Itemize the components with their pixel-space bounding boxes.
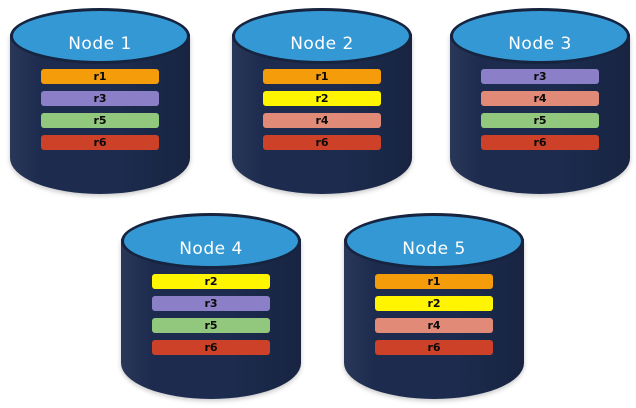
replica-bar[interactable]: r6 [375,340,493,355]
replica-bar[interactable]: r4 [375,318,493,333]
replica-bar[interactable]: r3 [481,69,599,84]
node-1[interactable]: Node 1 r1 r3 r5 r6 [10,8,190,194]
replica-bar[interactable]: r3 [41,91,159,106]
replica-bar[interactable]: r6 [481,135,599,150]
replica-bar[interactable]: r6 [263,135,381,150]
replica-list: r1 r3 r5 r6 [41,69,159,150]
node-cylinder-top [10,8,190,64]
replica-list: r1 r2 r4 r6 [263,69,381,150]
replica-list: r1 r2 r4 r6 [375,274,493,355]
node-3[interactable]: Node 3 r3 r4 r5 r6 [450,8,630,194]
node-5[interactable]: Node 5 r1 r2 r4 r6 [344,213,524,399]
node-label: Node 3 [508,34,572,54]
node-4[interactable]: Node 4 r2 r3 r5 r6 [121,213,301,399]
replica-bar[interactable]: r6 [152,340,270,355]
node-2[interactable]: Node 2 r1 r2 r4 r6 [232,8,412,194]
replica-bar[interactable]: r2 [152,274,270,289]
replica-bar[interactable]: r5 [152,318,270,333]
node-label: Node 1 [68,34,132,54]
replica-bar[interactable]: r4 [263,113,381,128]
replica-bar[interactable]: r2 [375,296,493,311]
replica-bar[interactable]: r1 [41,69,159,84]
node-cylinder-top [344,213,524,269]
node-label: Node 4 [179,239,243,259]
replica-bar[interactable]: r5 [41,113,159,128]
replica-bar[interactable]: r1 [375,274,493,289]
replica-bar[interactable]: r6 [41,135,159,150]
replica-bar[interactable]: r2 [263,91,381,106]
node-cylinder-top [450,8,630,64]
replica-bar[interactable]: r1 [263,69,381,84]
replica-bar[interactable]: r5 [481,113,599,128]
node-cylinder-top [232,8,412,64]
node-cylinder-top [121,213,301,269]
replica-list: r3 r4 r5 r6 [481,69,599,150]
replica-list: r2 r3 r5 r6 [152,274,270,355]
replica-bar[interactable]: r4 [481,91,599,106]
node-label: Node 2 [290,34,354,54]
node-label: Node 5 [402,239,466,259]
replica-bar[interactable]: r3 [152,296,270,311]
